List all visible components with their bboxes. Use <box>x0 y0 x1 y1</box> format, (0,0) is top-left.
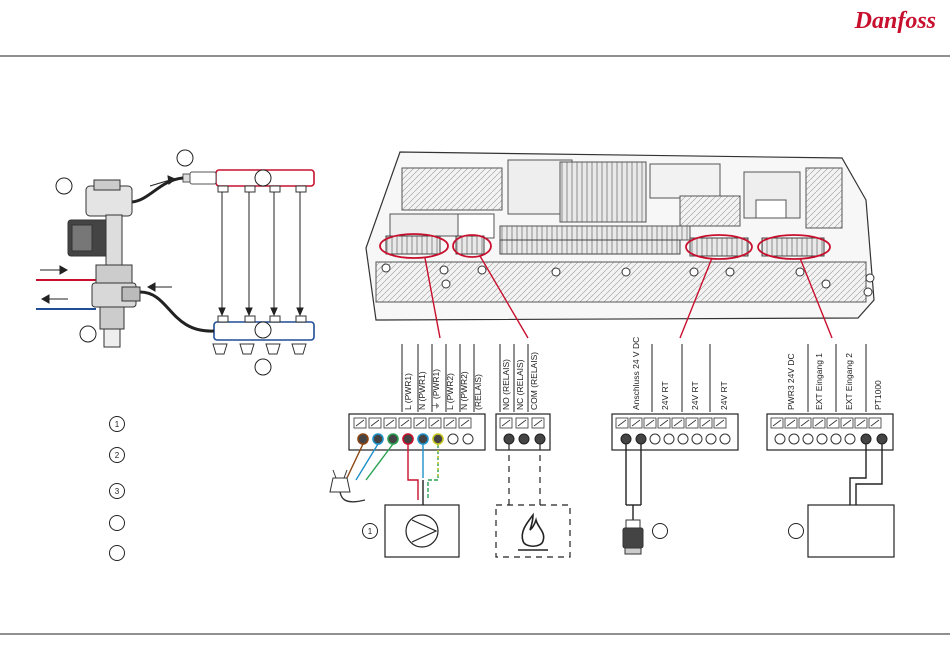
terminal-label: L (PWR2) <box>445 373 455 410</box>
callout-circle <box>255 170 271 186</box>
callout-circle <box>80 326 96 342</box>
terminal-label: NO (RELAIS) <box>501 359 511 410</box>
controller-board <box>366 152 874 338</box>
callout-legend: 1 2 3 <box>110 417 125 561</box>
callout-circle <box>177 150 193 166</box>
terminal-label: EXT Eingang 2 <box>844 353 854 410</box>
board-terminal-power <box>386 236 440 254</box>
logo-text: Danfoss <box>854 8 936 34</box>
terminal-label: (RELAIS) <box>473 374 483 410</box>
input-terminal-block: PWR3 24V DC EXT Eingang 1 EXT Eingang 2 … <box>767 344 894 557</box>
terminal-label: N (PWR1) <box>417 371 427 410</box>
pump-group <box>68 180 140 347</box>
terminal-label: 24V RT <box>719 381 729 410</box>
sensor-box <box>808 505 894 557</box>
board-terminal-inputs <box>762 238 824 256</box>
room-thermostat-icon <box>623 520 643 554</box>
callout-circle <box>56 178 72 194</box>
pump-icon <box>406 515 438 547</box>
terminal-label: 24V RT <box>690 381 700 410</box>
terminal-label: PWR3 24V DC <box>786 353 796 410</box>
board-terminal-relay <box>456 236 484 254</box>
terminal-label: ⏚ (PWR1) <box>431 369 441 410</box>
terminal-label: Anschluss 24 V DC <box>631 337 641 410</box>
relay-terminal-block: NO (RELAIS) NC (RELAIS) COM (RELAIS) <box>496 344 570 557</box>
terminal-label: L (PWR1) <box>403 373 413 410</box>
terminal-label: N (PWR2) <box>459 371 469 410</box>
terminal-label: NC (RELAIS) <box>515 359 525 410</box>
manifold-actuator <box>190 172 216 184</box>
board-terminal-thermostat <box>690 238 748 256</box>
terminal-label: 24V RT <box>660 381 670 410</box>
pump-callout-number: 1 <box>368 527 373 536</box>
mains-plug-icon <box>330 470 350 492</box>
thermostat-terminal-block: Anschluss 24 V DC 24V RT 24V RT 24V RT <box>612 337 738 554</box>
brand-logo: Danfoss <box>852 2 938 36</box>
terminal-label: EXT Eingang 1 <box>814 353 824 410</box>
callout-number: 3 <box>115 487 120 496</box>
callout-circle <box>255 322 271 338</box>
terminal-label: COM (RELAIS) <box>529 352 539 410</box>
power-terminal-block: L (PWR1) N (PWR1) ⏚ (PWR1) L (PWR2) N (P… <box>330 344 485 557</box>
terminal-label: PT1000 <box>873 380 883 410</box>
callout-number: 1 <box>115 420 120 429</box>
callout-number: 2 <box>115 451 120 460</box>
callout-circle <box>255 359 271 375</box>
hydraulic-illustration <box>36 150 314 375</box>
